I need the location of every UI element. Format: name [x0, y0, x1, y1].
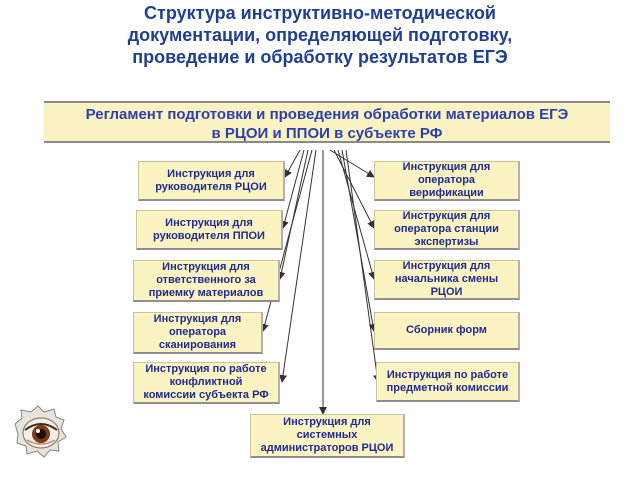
- box-rcoi-head: Инструкция для руководителя РЦОИ: [138, 161, 285, 201]
- title-line: документации, определяющей подготовку,: [127, 25, 513, 45]
- box-line: Инструкция для: [165, 216, 253, 229]
- box-line: администраторов РЦОИ: [260, 442, 394, 454]
- box-forms-collection: Сборник форм: [374, 312, 520, 350]
- box-line: комиссии субъекта РФ: [143, 389, 269, 401]
- box-line: Инструкция по работе: [386, 368, 509, 381]
- box-line: ответственного за: [156, 274, 256, 286]
- box-line: Инструкция по работе: [145, 363, 267, 375]
- box-line: системных: [296, 429, 358, 441]
- box-line: Инструкция для: [402, 161, 491, 173]
- box-line: конфликтной: [169, 376, 243, 388]
- box-verification-operator: Инструкция для оператора верификации: [374, 161, 520, 201]
- box-line: оператора станции: [394, 223, 499, 235]
- arrow-left-3: [277, 149, 309, 280]
- regulation-banner: Регламент подготовки и проведения обрабо…: [44, 101, 610, 143]
- box-line: Инструкция для: [167, 167, 255, 180]
- title-line: Структура инструктивно-методической: [144, 3, 496, 23]
- box-shift-head: Инструкция для начальника смены РЦОИ: [374, 260, 520, 300]
- box-line: Сборник форм: [406, 324, 487, 336]
- box-expertise-operator: Инструкция для оператора станции эксперт…: [374, 210, 520, 250]
- box-line: предметной комиссии: [386, 381, 509, 394]
- box-scanning-operator: Инструкция для оператора сканирования: [133, 312, 263, 354]
- arrow-right-1: [329, 149, 375, 178]
- box-line: Инструкция для: [283, 416, 371, 428]
- box-subject-commission: Инструкция по работе предметной комиссии: [376, 362, 520, 402]
- box-line: оператора: [417, 174, 476, 186]
- box-conflict-commission: Инструкция по работе конфликтной комисси…: [133, 362, 280, 404]
- banner-line: Регламент подготовки и проведения обрабо…: [85, 106, 569, 123]
- box-line: руководителя РЦОИ: [155, 180, 267, 193]
- box-line: оператора: [168, 326, 227, 338]
- box-line: Инструкция для: [162, 261, 250, 273]
- box-line: начальника смены: [394, 273, 499, 285]
- box-ppoi-head: Инструкция для руководителя ППОИ: [136, 210, 283, 250]
- title-line: проведение и обработку результатов ЕГЭ: [132, 47, 508, 67]
- arrow-left-2: [280, 149, 305, 229]
- arrow-left-5: [279, 149, 317, 383]
- box-line: экспертизы: [414, 236, 479, 248]
- box-materials-receiver: Инструкция для ответственного за приемку…: [133, 260, 280, 302]
- box-line: сканирования: [158, 339, 237, 351]
- arrow-right-3: [337, 149, 376, 280]
- banner-line: в РЦОИ и ППОИ в субъекте РФ: [211, 125, 443, 142]
- page-title: Структура инструктивно-методической доку…: [40, 2, 600, 68]
- arrow-right-5: [345, 149, 382, 383]
- box-line: РЦОИ: [430, 286, 463, 298]
- eye-icon: [14, 405, 67, 458]
- arrow-right-2: [333, 149, 375, 229]
- box-line: руководителя ППОИ: [153, 229, 265, 242]
- box-line: верификации: [409, 187, 484, 199]
- box-line: Инструкция для: [402, 260, 491, 272]
- box-line: Инструкция для: [153, 313, 242, 325]
- box-line: Инструкция для: [402, 210, 491, 222]
- box-system-admins: Инструкция для системных администраторов…: [250, 414, 405, 458]
- box-line: приемку материалов: [148, 287, 264, 299]
- arrow-left-1: [284, 149, 301, 178]
